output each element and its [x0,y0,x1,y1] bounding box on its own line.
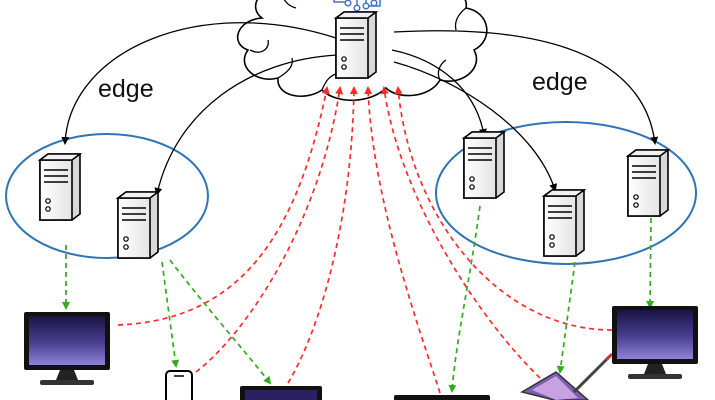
link-to-edge-right-b [393,61,557,192]
monitor-left-icon [24,312,110,385]
link-to-edge-right-c [393,30,659,145]
red-link-3 [287,86,358,384]
monitor-bottom-icon [240,386,322,400]
edge-server-left-1-icon [39,153,81,221]
edge-label-left: edge [98,75,154,103]
cloud-edge-links [61,22,659,196]
red-link-4 [364,86,441,394]
red-link-5 [380,86,541,379]
red-link-1 [117,86,330,326]
green-link-4 [448,205,481,393]
cloud-server-icon [335,11,377,79]
edge-server-right-1-icon [463,131,505,199]
green-link-5 [556,261,576,374]
device-cloud-links [117,86,613,394]
edge-cluster-left [5,133,209,259]
green-link-6 [646,217,655,309]
smartphone-icon [165,370,193,400]
edge-device-links [62,205,655,393]
laptop-icon [394,395,490,400]
red-link-2 [195,86,344,373]
edge-server-right-3-icon [627,149,669,217]
tablet-with-stylus-icon [520,352,614,400]
edge-server-right-2-icon [543,189,585,257]
edge-label-right: edge [532,68,588,96]
green-link-2 [161,261,180,368]
link-to-edge-left-a [61,22,337,145]
edge-cluster-right [435,121,697,265]
green-link-3 [169,259,272,385]
monitor-right-icon [612,306,698,379]
red-link-6 [394,86,613,331]
link-to-edge-left-b [154,54,338,196]
link-to-edge-right-a [391,49,487,137]
edge-server-left-2-icon [117,191,159,259]
network-circuit-icon [333,0,381,12]
